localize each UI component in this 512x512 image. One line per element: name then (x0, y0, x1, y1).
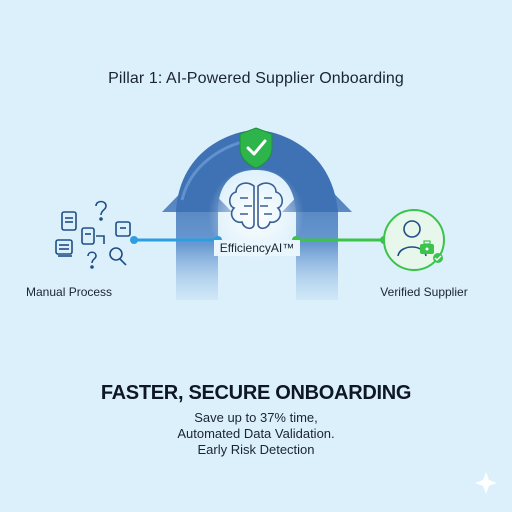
efficiency-ai-label: EfficiencyAI™ (214, 240, 300, 256)
brain-icon (228, 182, 284, 230)
document-icon (61, 211, 77, 231)
headline: FASTER, SECURE ONBOARDING (100, 382, 412, 404)
file-box-icon (81, 227, 105, 245)
briefcase-icon (420, 240, 434, 254)
benefit-line: Automated Data Validation. (177, 426, 335, 441)
clipboard-icon (115, 221, 131, 237)
shield-check-icon (239, 127, 273, 169)
question-mark-icon (95, 200, 107, 221)
manual-process-icons (55, 200, 131, 269)
page-title: Pillar 1: AI-Powered Supplier Onboarding (108, 70, 404, 87)
check-icon (433, 253, 443, 263)
center-glow (208, 167, 304, 263)
sparkle-icon (475, 472, 497, 494)
manual-process-label: Manual Process (26, 285, 113, 299)
verified-supplier-label: Verified Supplier (380, 285, 468, 299)
benefit-line: Save up to 37% time, (194, 410, 318, 425)
magnifier-icon (109, 247, 127, 266)
notes-stack-icon (55, 239, 73, 257)
benefit-line: Early Risk Detection (197, 442, 315, 457)
verified-user-icon (383, 209, 445, 271)
question-mark-icon (87, 251, 97, 269)
